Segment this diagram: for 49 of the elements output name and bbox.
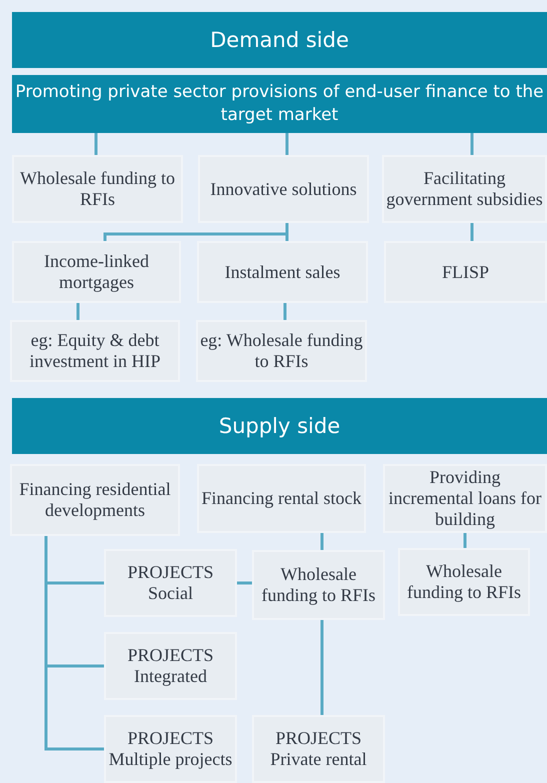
connector-line: [320, 533, 324, 550]
connector-line: [284, 303, 286, 320]
header-band: [12, 12, 547, 68]
process-box: [382, 155, 547, 223]
connector-line: [320, 620, 324, 715]
node-label: Facilitating government subsidies: [386, 168, 543, 210]
node-label: Income-linked mortgages: [43, 251, 150, 293]
process-box: [10, 464, 180, 536]
node-label: FLISP: [442, 262, 490, 282]
node-label: Demand side: [210, 28, 349, 52]
node-label: Financing residential developments: [18, 479, 172, 521]
node-label: Instalment sales: [224, 262, 340, 282]
process-box: [197, 464, 366, 533]
process-box: [252, 715, 385, 783]
node-label: Providing incremental loans for building: [388, 467, 542, 530]
header-band: [12, 75, 547, 133]
header-band: [12, 398, 547, 454]
node-label: eg: Wholesale funding to RFIs: [200, 330, 363, 372]
process-box: [10, 320, 180, 382]
process-box: [384, 241, 547, 303]
node-label: eg: Equity & debt investment in HIP: [28, 330, 162, 372]
connector-line: [464, 533, 466, 548]
node-label: PROJECTS Multiple projects: [108, 728, 233, 770]
process-box: [104, 632, 237, 700]
node-label: Wholesale funding to RFIs: [19, 168, 176, 210]
process-box: [198, 155, 369, 223]
process-box: [196, 320, 367, 382]
node-label: Wholesale funding to RFIs: [260, 564, 376, 606]
process-box: [104, 549, 237, 617]
node-label: PROJECTS Integrated: [126, 645, 215, 687]
connector-line: [286, 133, 288, 155]
process-box: [398, 548, 530, 616]
node-label: Innovative solutions: [210, 178, 357, 200]
connector-line: [470, 223, 474, 241]
node-label: Financing rental stock: [202, 488, 362, 509]
node-label: Supply side: [218, 414, 340, 438]
connector-line: [94, 133, 98, 155]
node-label: Promoting private sector provisions of end-user finance to the target market: [14, 81, 545, 127]
connector-line: [470, 133, 474, 155]
node-label: Wholesale funding to RFIs: [406, 561, 522, 603]
process-box: [12, 155, 183, 223]
process-box: [252, 550, 385, 620]
process-box: [197, 241, 368, 303]
process-box: [104, 715, 237, 783]
process-box: [12, 241, 181, 303]
connector-line: [76, 303, 80, 320]
node-label: PROJECTS Social: [126, 562, 215, 604]
node-label: PROJECTS Private rental: [269, 728, 368, 770]
connector-line: [237, 582, 252, 584]
